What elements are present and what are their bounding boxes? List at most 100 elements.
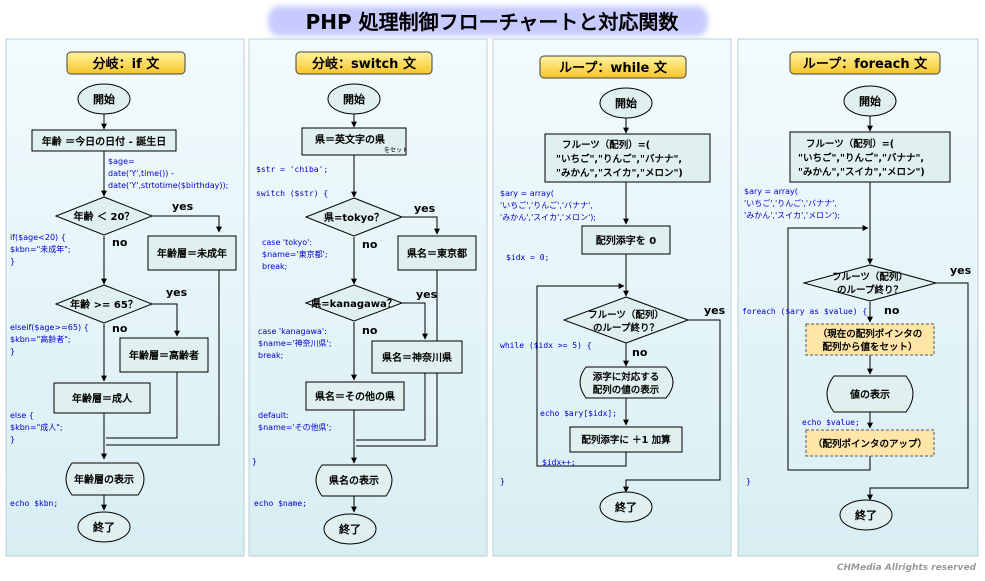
- advance-pointer-process: [805, 429, 935, 457]
- code-echo: echo $name;: [254, 499, 307, 508]
- svg-text:フルーツ（配列）=(: フルーツ（配列）=(: [806, 138, 894, 150]
- start-terminal: [77, 83, 131, 115]
- end-terminal: [599, 491, 653, 523]
- decision-label: フルーツ（配列）: [832, 271, 908, 283]
- no-label: no: [112, 322, 128, 335]
- calc-label: 年齢 ＝今日の日付 - 誕生日: [42, 135, 167, 148]
- svg-text:}: }: [10, 435, 15, 444]
- panel-header-label: 分岐：switch 文: [312, 56, 417, 72]
- display-label: 年齢層の表示: [74, 473, 134, 486]
- code-echo: echo $value;: [802, 418, 860, 427]
- svg-text:$ary = array(: $ary = array(: [744, 187, 798, 196]
- no-label: no: [112, 236, 128, 249]
- svg-text:else {: else {: [10, 411, 34, 420]
- result-label: 県名＝東京都: [407, 247, 467, 260]
- svg-text:break;: break;: [258, 351, 283, 360]
- result-label: 県名＝神奈川県: [382, 351, 452, 364]
- code-idx: $idx = 0;: [506, 253, 549, 262]
- svg-text:$kbn="高齢者";: $kbn="高齢者";: [10, 334, 71, 344]
- decision-label: 年齢 >= 65？: [70, 298, 138, 311]
- calc-label: 県＝英文字の県: [315, 133, 385, 146]
- code-ary: $ary = array( 'いちご','りんご','バナナ', 'みかん','…: [500, 189, 596, 222]
- panel-header-label: ループ：foreach 文: [803, 56, 928, 72]
- array-init-process: [544, 133, 711, 183]
- increment-label: 配列添字に ＋1 加算: [581, 434, 671, 446]
- svg-text:"いちご","りんご","バナナ",: "いちご","りんご","バナナ",: [556, 153, 682, 165]
- code-close: }: [500, 477, 505, 486]
- svg-text:default:: default:: [258, 411, 289, 420]
- code-case2: case 'kanagawa': $name='神奈川県'; break;: [258, 327, 332, 360]
- yes-label: yes: [704, 304, 726, 317]
- display-output: [579, 366, 674, 399]
- yes-label: yes: [166, 286, 188, 299]
- end-label: 終了: [615, 500, 637, 514]
- end-terminal: [323, 513, 377, 545]
- svg-text:if($age<20) {: if($age<20) {: [10, 233, 66, 242]
- end-label: 終了: [855, 508, 877, 522]
- svg-text:elseif($age>=65) {: elseif($age>=65) {: [10, 323, 89, 332]
- panel-foreach: ループ：foreach 文 開始 フルーツ（配列）=( "いちご","りんご",…: [737, 38, 979, 557]
- display-output: [826, 375, 914, 413]
- panel-while: ループ：while 文 開始 フルーツ（配列）=( "いちご","りんご","バ…: [492, 38, 732, 557]
- array-init-label: フルーツ（配列）=( "いちご","りんご","バナナ", "みかん","スイカ…: [556, 139, 683, 179]
- title-text: PHP 処理制御フローチャートと対応関数: [306, 10, 680, 34]
- page-title: PHP 処理制御フローチャートと対応関数: [268, 6, 708, 36]
- svg-text:"いちご","りんご","バナナ",: "いちご","りんご","バナナ",: [798, 152, 924, 164]
- code-close: }: [252, 457, 257, 466]
- result-other: [305, 381, 405, 411]
- panel-header-label: 分岐：if 文: [93, 56, 161, 72]
- advance-pointer-label: （配列ポインタのアップ）: [813, 438, 927, 450]
- display-label: 添字に対応する: [593, 371, 660, 383]
- svg-text:date('Y',strtotime($birthday)): date('Y',strtotime($birthday));: [108, 181, 228, 190]
- code-case1: case 'tokyo': $name='東京都'; break;: [262, 238, 328, 271]
- panel-header-label: ループ：while 文: [559, 60, 668, 76]
- svg-text:$name='東京都';: $name='東京都';: [262, 249, 328, 259]
- end-terminal: [839, 499, 893, 531]
- set-value-label: 配列から値をセット）: [822, 341, 917, 353]
- decision-label: のループ終り？: [593, 322, 659, 334]
- panel-header-while: [539, 55, 687, 79]
- array-init-label: フルーツ（配列）=( "いちご","りんご","バナナ", "みかん","スイカ…: [798, 138, 925, 178]
- display-label: 配列の値の表示: [593, 384, 660, 396]
- svg-text:case 'kanagawa':: case 'kanagawa':: [258, 327, 327, 336]
- result-adult: [53, 382, 151, 414]
- svg-text:フルーツ（配列）=(: フルーツ（配列）=(: [562, 139, 650, 151]
- code-default: default: $name='その他県';: [258, 411, 332, 432]
- panel-header-switch: [295, 51, 433, 75]
- display-output: [65, 462, 145, 496]
- start-terminal: [599, 87, 653, 119]
- decision-tokyo: [304, 197, 404, 237]
- svg-text:$kbn="未成年";: $kbn="未成年";: [10, 244, 71, 254]
- index-init-label: 配列添字を 0: [596, 234, 656, 247]
- array-init-process: [789, 131, 951, 183]
- decision-label: フルーツ（配列）: [588, 309, 664, 321]
- panel-switch: 分岐：switch 文 開始 県＝英文字の県 をセット $str = 'chib…: [248, 38, 488, 557]
- start-terminal: [327, 83, 381, 115]
- code-while: while ($idx >= 5) {: [500, 341, 592, 350]
- result-label: 年齢層＝未成年: [157, 247, 227, 260]
- svg-text:}: }: [10, 347, 15, 356]
- decision-kanagawa: [304, 284, 404, 322]
- svg-text:$name='その他県';: $name='その他県';: [258, 422, 332, 432]
- code-ary: $ary = array( 'いちご','りんご','バナナ', 'みかん','…: [744, 187, 840, 220]
- result-kanagawa: [371, 340, 463, 374]
- result-label: 県名＝その他の県: [315, 390, 395, 403]
- copyright-footer: CHMedia Allrights reserved: [837, 563, 977, 573]
- start-label: 開始: [859, 94, 881, 108]
- set-value-label: （現在の配列ポインタの: [818, 328, 923, 340]
- decision-label: 県=kanagawa？: [311, 297, 397, 310]
- calc-process: [31, 129, 177, 152]
- decision-label: のループ終り？: [837, 284, 903, 296]
- svg-text:$name='神奈川県';: $name='神奈川県';: [258, 338, 332, 348]
- svg-text:$kbn="成人";: $kbn="成人";: [10, 422, 63, 432]
- loop-decision: [562, 296, 690, 344]
- calc-process: [301, 127, 407, 156]
- end-label: 終了: [339, 522, 361, 536]
- code-if1: if($age<20) { $kbn="未成年"; }: [10, 233, 71, 266]
- end-terminal: [77, 511, 131, 543]
- no-label: no: [362, 324, 378, 337]
- decision-age-under-20: [54, 196, 154, 236]
- code-echo: echo $ary[$idx];: [540, 409, 617, 418]
- start-label: 開始: [343, 92, 365, 106]
- result-elder: [119, 337, 209, 373]
